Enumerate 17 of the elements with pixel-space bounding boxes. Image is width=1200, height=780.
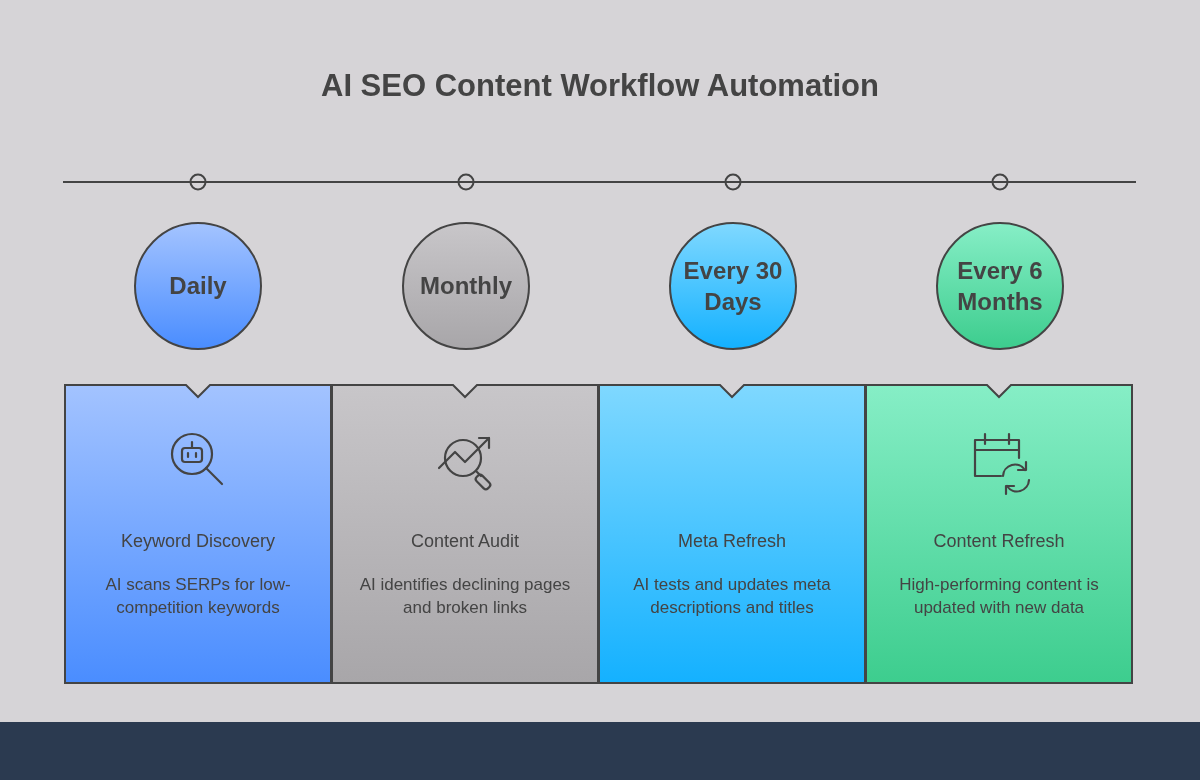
step-card bbox=[331, 384, 599, 684]
step-card bbox=[598, 384, 866, 684]
frequency-label: Daily bbox=[168, 271, 228, 302]
step-description: AI scans SERPs for low-competition keywords bbox=[104, 574, 292, 619]
step-card bbox=[865, 384, 1133, 684]
frequency-label: Monthly bbox=[419, 271, 513, 302]
step-description: AI tests and updates meta descriptions and titles bbox=[632, 574, 832, 619]
step-title: Content Refresh bbox=[932, 531, 1066, 552]
step-title: Keyword Discovery bbox=[119, 531, 276, 552]
step-card bbox=[64, 384, 332, 684]
title: AI SEO Content Workflow Automation bbox=[320, 68, 880, 104]
step-title: Meta Refresh bbox=[676, 531, 787, 552]
step-title: Content Audit bbox=[409, 531, 521, 552]
frequency-label: Every 30 Days bbox=[682, 255, 784, 317]
frequency-label: Every 6 Months bbox=[956, 255, 1044, 317]
step-description: AI identifies declining pages and broken links bbox=[358, 574, 572, 619]
step-description: High-performing content is updated with new data bbox=[898, 574, 1100, 619]
